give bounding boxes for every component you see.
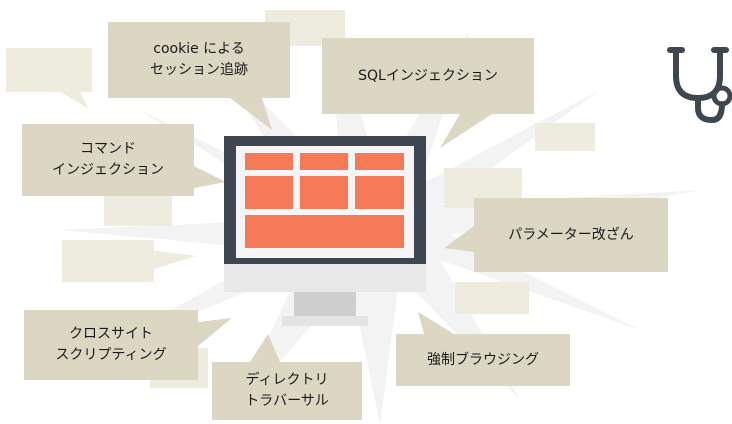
bubble-xss [24, 310, 232, 380]
bubble-forced [396, 312, 570, 386]
stethoscope-icon [667, 47, 732, 124]
bubble-sqli [322, 38, 534, 148]
bubble-traversal [212, 334, 362, 420]
bubble-cmd [22, 124, 226, 196]
monitor [224, 136, 426, 326]
bubble-param [444, 198, 668, 272]
bubble-cookie [108, 22, 290, 130]
